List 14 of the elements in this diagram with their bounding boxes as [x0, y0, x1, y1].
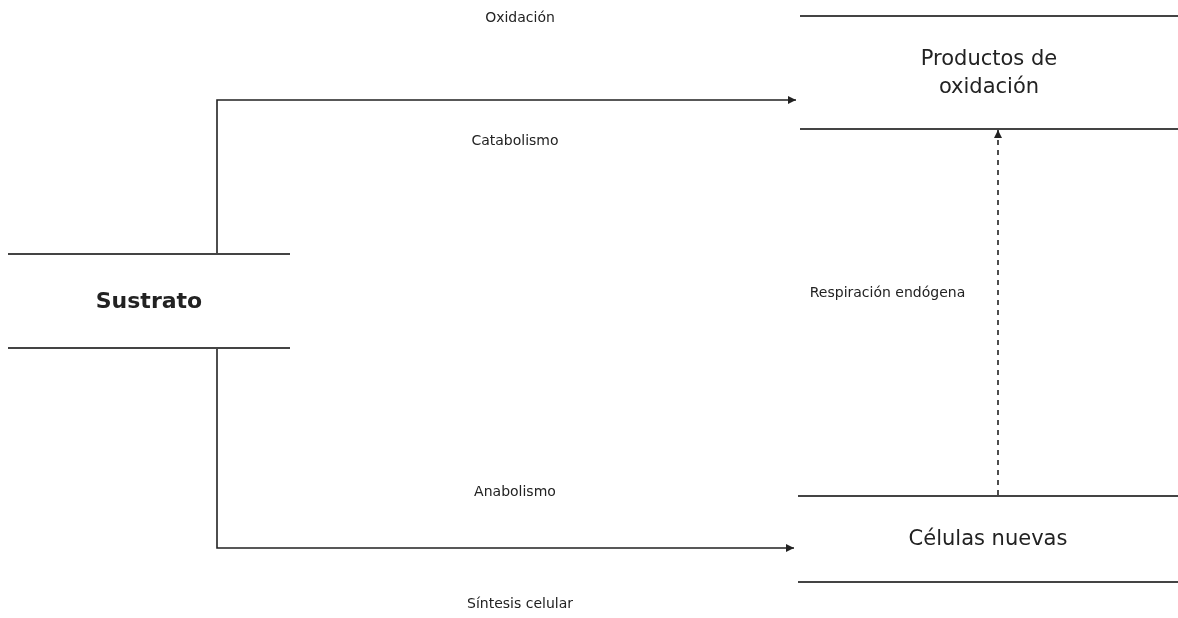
substrate-band [8, 253, 290, 349]
process-label: Síntesis celular [466, 594, 574, 613]
process-label: Catabolismo [470, 131, 560, 150]
node-label: Productos de oxidación [919, 45, 1059, 100]
process-label: Anabolismo [473, 482, 557, 501]
product-band [798, 495, 1178, 583]
product-band [800, 15, 1178, 130]
arrow [994, 129, 1002, 496]
arrow [216, 96, 797, 254]
arrow [216, 348, 795, 552]
process-label: Oxidación [484, 8, 556, 27]
process-label: Respiración endógena [808, 283, 967, 302]
node-label: Sustrato [94, 286, 204, 315]
node-label: Células nuevas [907, 525, 1069, 553]
